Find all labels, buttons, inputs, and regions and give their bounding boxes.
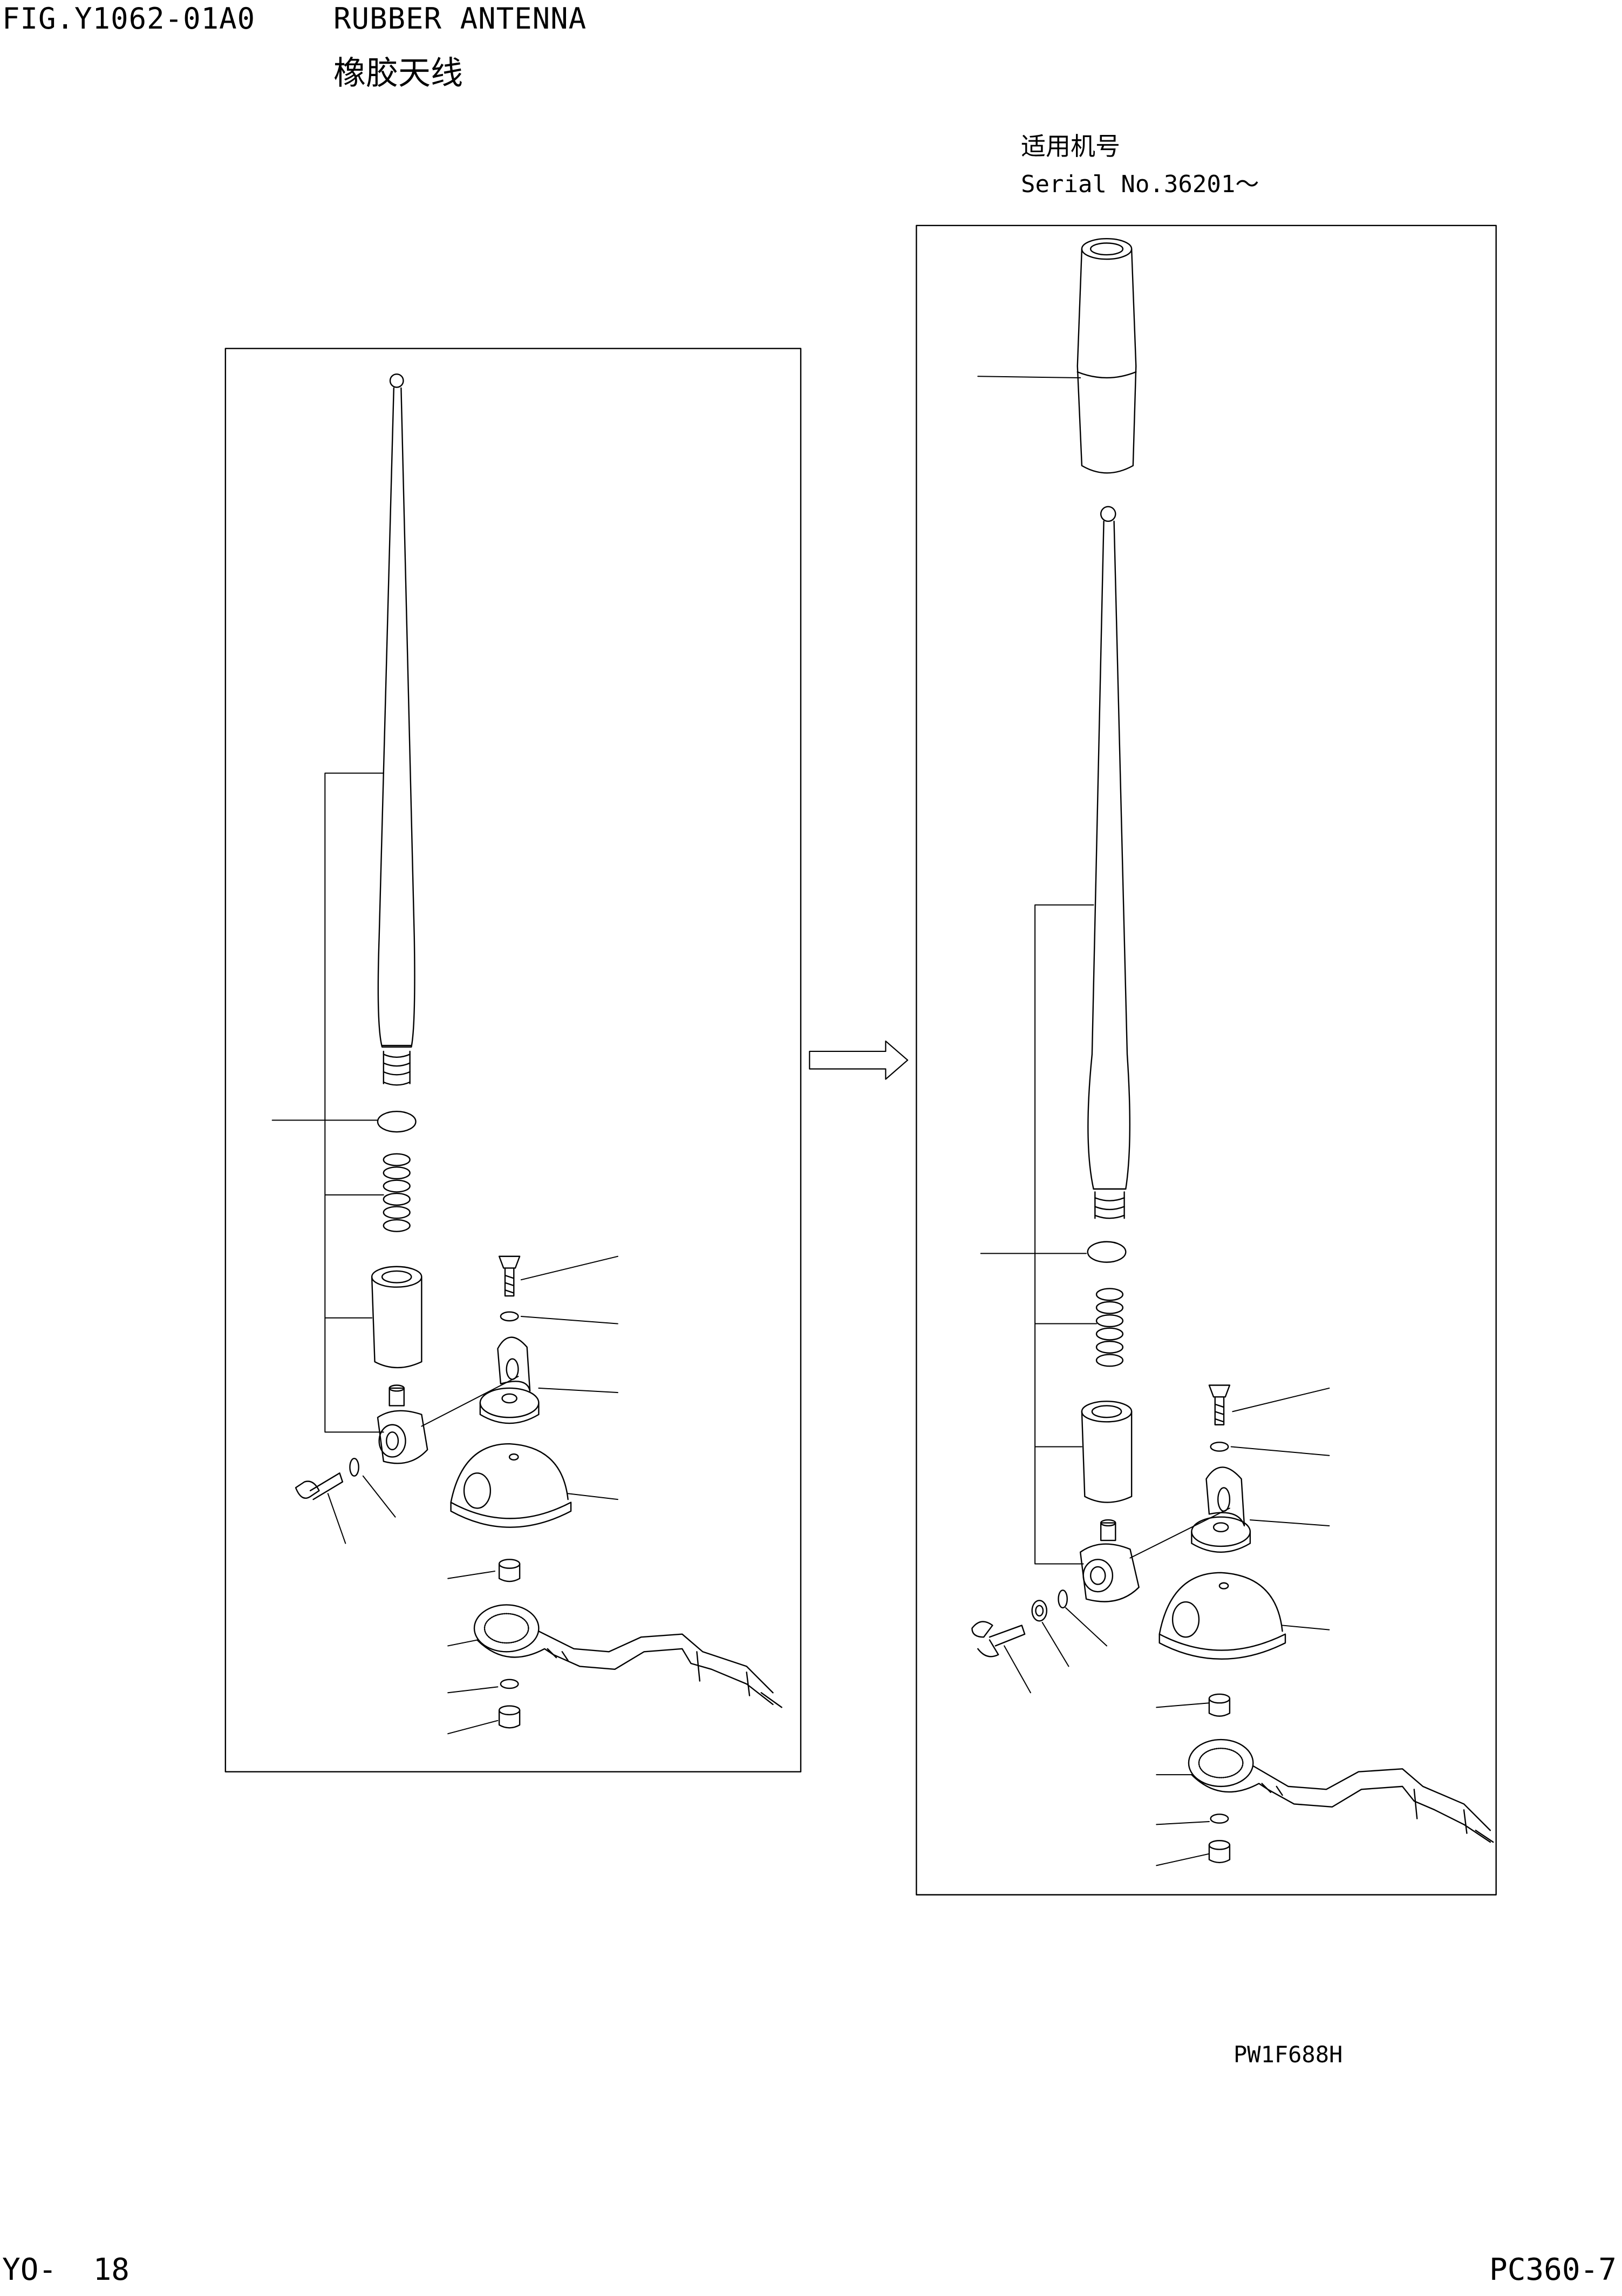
left-washer [501, 1312, 519, 1321]
page-number: YO- 18 [2, 2252, 130, 2287]
right-lock-washer [1211, 1814, 1229, 1823]
right-dome-cover [1160, 1573, 1285, 1659]
applicable-serial-label: 适用机号 [1021, 132, 1120, 161]
left-antenna-rod [378, 374, 415, 1085]
figure-title-chinese: 橡胶天线 [333, 55, 463, 92]
applicable-serial-number: Serial No.36201～ [1021, 171, 1259, 198]
figure-id: FIG.Y1062-01A0 [2, 2, 256, 36]
left-feeder-cable [474, 1605, 782, 1707]
machine-model: PC360-7 [1489, 2252, 1617, 2287]
right-bracket [1191, 1467, 1250, 1552]
right-screw [1209, 1385, 1230, 1425]
revision-arrow [809, 1041, 908, 1079]
left-nut-lower [499, 1706, 520, 1728]
right-assembly-frame [916, 226, 1496, 1895]
left-bracket [480, 1337, 539, 1423]
right-feeder-cable [1189, 1740, 1493, 1842]
right-wing-bolt [972, 1621, 1025, 1656]
right-leader-lines [978, 376, 1329, 1865]
left-assembly-frame [226, 349, 801, 1772]
right-antenna-rod [1088, 507, 1129, 1219]
right-o-ring [1088, 1242, 1126, 1262]
left-nut-upper [499, 1559, 520, 1581]
left-spring [384, 1154, 410, 1232]
left-side-washer [350, 1458, 358, 1476]
right-rubber-cap [1078, 239, 1136, 473]
right-side-washer [1058, 1590, 1067, 1608]
right-side-nut [1032, 1600, 1047, 1621]
right-sleeve [1082, 1401, 1132, 1502]
right-group-bracket [1035, 905, 1096, 1564]
left-swivel-mount [378, 1385, 427, 1464]
right-nut-upper [1209, 1694, 1230, 1716]
right-nut-lower [1209, 1840, 1230, 1863]
right-swivel-mount [1080, 1520, 1139, 1601]
right-spring [1096, 1288, 1123, 1366]
left-o-ring [378, 1111, 416, 1132]
left-leader-lines [272, 1120, 618, 1734]
left-dome-cover [451, 1444, 571, 1527]
left-sleeve [372, 1267, 421, 1368]
left-group-bracket [325, 773, 384, 1432]
left-lock-washer [501, 1680, 519, 1688]
right-washer [1211, 1442, 1229, 1451]
left-screw [499, 1256, 520, 1296]
left-side-screw [296, 1473, 343, 1499]
drawing-code: PW1F688H [1233, 2041, 1343, 2068]
figure-title: RUBBER ANTENNA [333, 2, 587, 36]
